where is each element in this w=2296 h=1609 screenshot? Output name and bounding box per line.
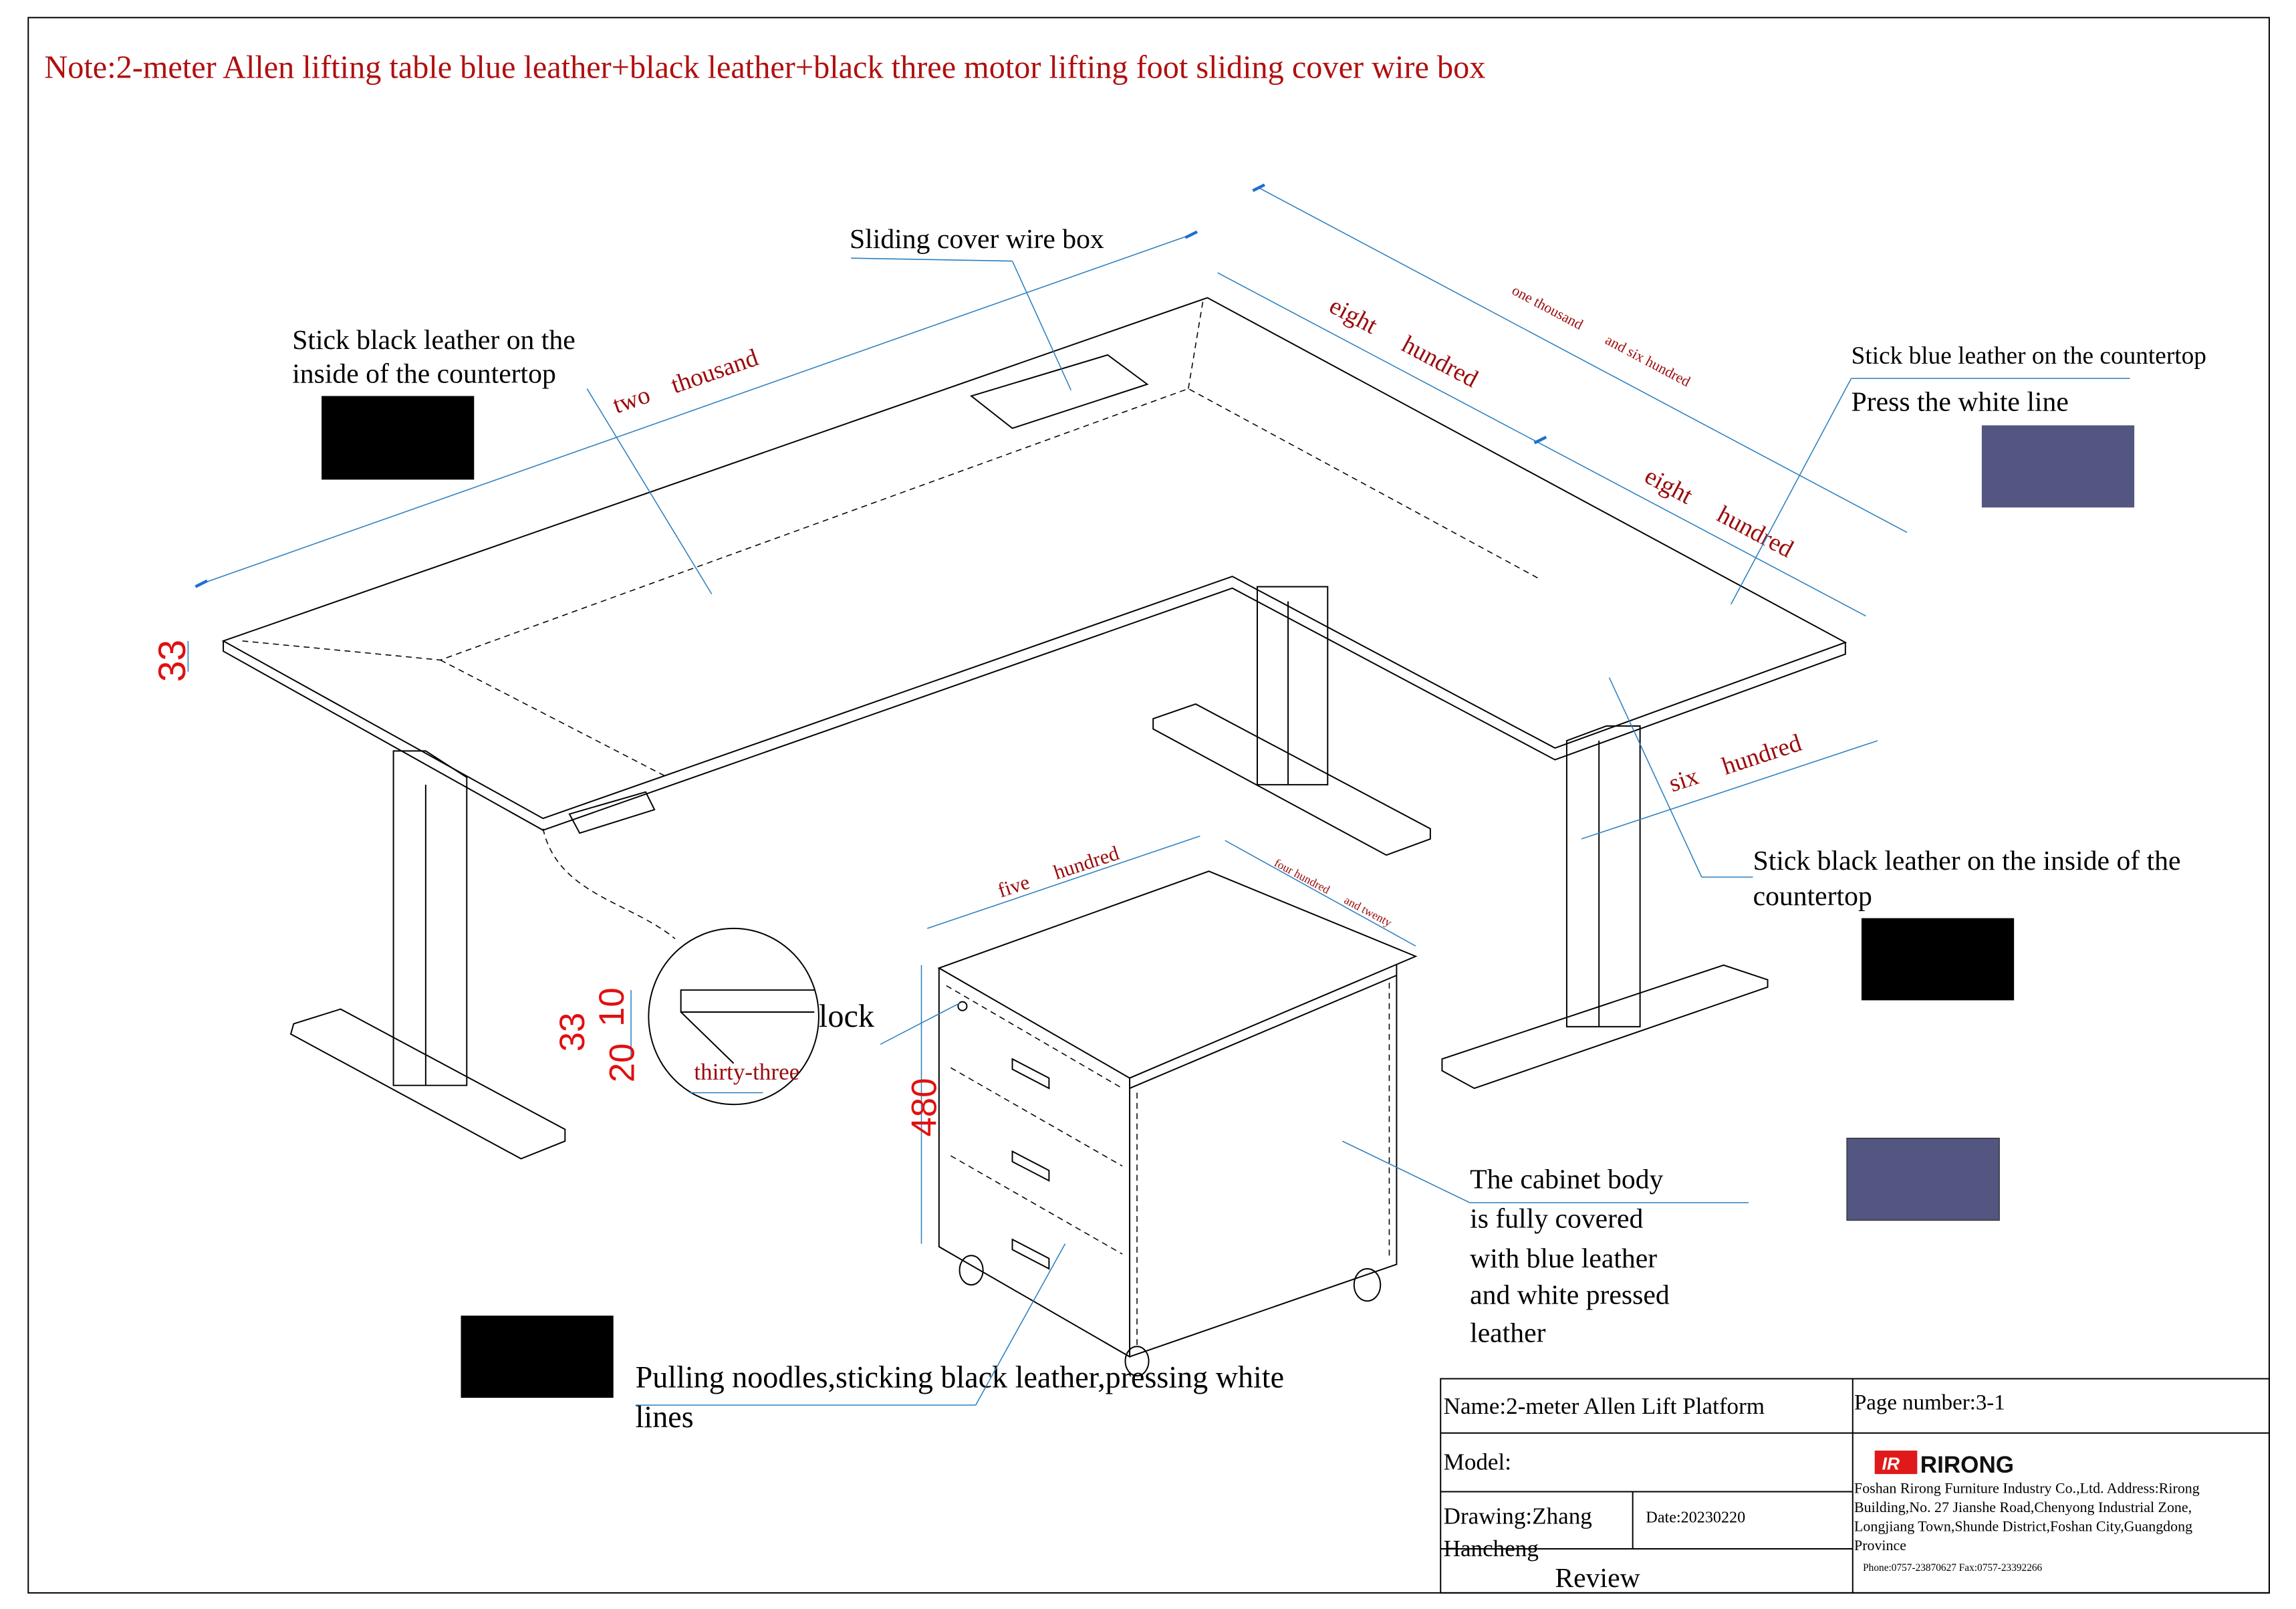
middle-foot — [1152, 703, 1431, 856]
tb-company-4: Province — [1854, 1537, 1906, 1554]
lock-icon — [957, 1001, 968, 1011]
right-foot — [1441, 964, 1769, 1090]
drawer-handle — [1011, 1058, 1050, 1090]
blue-leather-swatch-1 — [1981, 425, 2135, 508]
label-sliding-cover: Sliding cover wire box — [850, 224, 1104, 255]
blue-leather-swatch-2 — [1846, 1138, 2000, 1221]
left-foot — [289, 1008, 566, 1160]
tb-date: Date:20230220 — [1646, 1509, 1745, 1527]
left-leg — [392, 750, 468, 1086]
right-leg — [1565, 725, 1641, 1027]
label-press-white: Press the white line — [1852, 386, 2069, 417]
label-lock: lock — [819, 999, 875, 1034]
dim-10: 10 — [592, 987, 632, 1027]
control-panel — [568, 791, 656, 834]
dim-thirty-three: thirty-three — [694, 1059, 799, 1085]
dim-two-thousand-1: two — [610, 381, 654, 419]
dim-1600-b: and six hundred — [1603, 331, 1693, 390]
dim-thickness-33: 33 — [151, 640, 194, 682]
middle-leg — [1256, 586, 1329, 785]
dim-480: 480 — [904, 1078, 944, 1137]
wire-box — [969, 354, 1149, 429]
dim-420-b: and twenty — [1342, 893, 1394, 929]
label-cabinet-1: The cabinet body — [1470, 1164, 1663, 1195]
dim-six-hundred-b: hundred — [1718, 729, 1805, 781]
label-stick-black-1a: Stick black leather on the — [292, 325, 576, 356]
title-note: Note:2-meter Allen lifting table blue le… — [44, 49, 1485, 85]
black-leather-swatch-1 — [322, 396, 475, 480]
label-cabinet-3: with blue leather — [1470, 1243, 1657, 1274]
drawer-handle — [1011, 1150, 1050, 1182]
title-block: Name:2-meter Allen Lift Platform Page nu… — [1440, 1378, 2270, 1594]
tb-company-2: Building,No. 27 Jianshe Road,Chenyong In… — [1854, 1499, 2192, 1515]
tb-company-1: Foshan Rirong Furniture Industry Co.,Ltd… — [1854, 1480, 2200, 1497]
svg-text:IR: IR — [1882, 1454, 1900, 1474]
label-stick-black-1b: inside of the countertop — [292, 359, 556, 390]
label-stick-blue: Stick blue leather on the countertop — [1852, 342, 2206, 370]
black-leather-swatch-2 — [1861, 918, 2015, 1001]
label-pulling-1: Pulling noodles,sticking black leather,p… — [636, 1360, 1284, 1394]
dim-33-detail: 33 — [553, 1013, 592, 1052]
sheet-border — [27, 17, 2270, 1594]
tb-name: Name:2-meter Allen Lift Platform — [1444, 1393, 1765, 1419]
dim-six-hundred-a: six — [1666, 763, 1702, 798]
tb-page-number: Page number:3-1 — [1854, 1391, 2005, 1415]
svg-text:RIRONG: RIRONG — [1920, 1452, 2014, 1478]
rirong-logo: IR RIRONG — [1874, 1451, 2014, 1478]
tb-contact: Phone:0757-23870627 Fax:0757-23392266 — [1863, 1562, 2042, 1574]
drawer-handle — [1011, 1238, 1050, 1270]
tb-drawing-1: Drawing:Zhang — [1444, 1503, 1592, 1529]
desk-drawing — [221, 297, 1847, 1160]
label-stick-black-2a: Stick black leather on the inside of the — [1753, 846, 2181, 876]
dim-1600-a: one thousand — [1509, 281, 1586, 333]
dim-20: 20 — [602, 1043, 642, 1083]
tb-review: Review — [1555, 1563, 1640, 1594]
tb-model: Model: — [1444, 1449, 1511, 1475]
label-cabinet-5: leather — [1470, 1318, 1545, 1349]
caster-wheel — [1353, 1267, 1382, 1302]
dim-eight-hundred-1b: hundred — [1398, 331, 1483, 394]
dim-five-hundred-a: five — [995, 870, 1033, 902]
label-cabinet-2: is fully covered — [1470, 1204, 1643, 1235]
dim-eight-hundred-1a: eight — [1325, 292, 1382, 340]
lock-detail: 10 20 33 thirty-three lock — [542, 828, 960, 1106]
tb-drawing-2: Hancheng — [1444, 1535, 1539, 1562]
dim-five-hundred-b: hundred — [1051, 842, 1122, 884]
caster-wheel — [959, 1255, 984, 1286]
label-cabinet-4: and white pressed — [1470, 1280, 1670, 1311]
caster-wheel — [1124, 1346, 1150, 1377]
dim-420-a: four hundred — [1272, 856, 1332, 896]
tb-company-3: Longjiang Town,Shunde District,Foshan Ci… — [1854, 1518, 2192, 1535]
dim-eight-hundred-2b: hundred — [1712, 501, 1797, 564]
label-stick-black-2b: countertop — [1753, 881, 1872, 912]
dim-eight-hundred-2a: eight — [1640, 462, 1698, 510]
cabinet-drawing — [937, 870, 1418, 1377]
black-leather-swatch-3 — [461, 1316, 614, 1398]
